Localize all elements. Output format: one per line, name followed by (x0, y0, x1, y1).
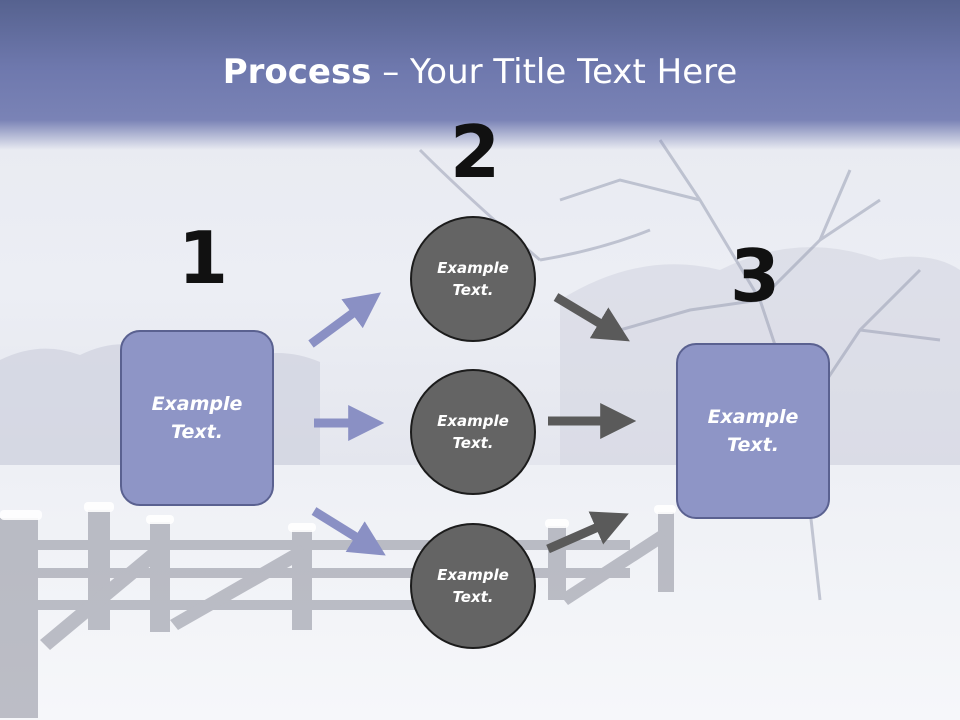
step-2-text-top: Example Text. (437, 258, 509, 300)
step-2-number: 2 (450, 110, 501, 194)
step-2-text-bottom: Example Text. (437, 565, 509, 607)
step-3-text: Example Text. (707, 405, 799, 457)
step-1-box: Example Text. (120, 330, 274, 506)
step-3-box: Example Text. (676, 343, 830, 519)
arrow-right-icon (553, 293, 630, 342)
step-2-circle-middle: Example Text. (410, 369, 536, 495)
title-rest: – Your Title Text Here (371, 52, 738, 92)
step-1-text: Example Text. (151, 392, 243, 444)
step-2-circle-top: Example Text. (410, 216, 536, 342)
arrow-right-icon (308, 292, 382, 348)
step-2-text-middle: Example Text. (437, 411, 509, 453)
slide-title: Process – Your Title Text Here (0, 52, 960, 92)
title-bar (0, 0, 960, 150)
arrow-right-icon (546, 511, 629, 554)
title-bold: Process (222, 52, 372, 92)
arrow-right-icon (311, 507, 386, 556)
step-2-circle-bottom: Example Text. (410, 523, 536, 649)
step-1-number: 1 (178, 216, 229, 300)
step-3-number: 3 (730, 234, 781, 318)
